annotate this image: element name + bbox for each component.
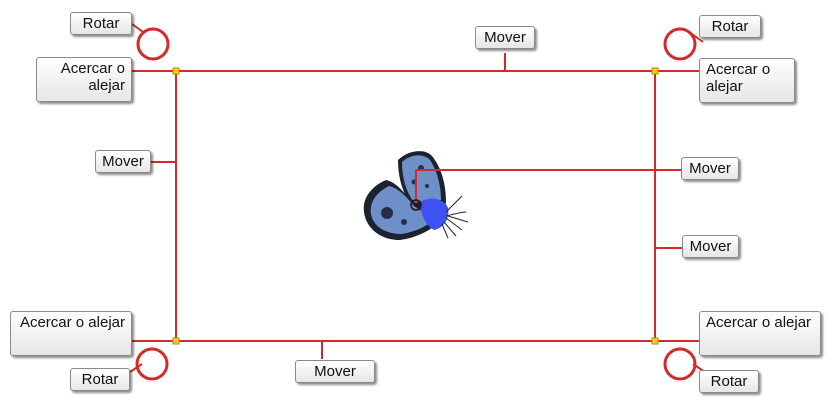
scale-label: Acercar o alejar <box>60 60 125 94</box>
rotate-label: Rotar <box>710 373 748 390</box>
rotate-callout-top-right: Rotar <box>699 15 761 38</box>
move-callout-top: Mover <box>475 26 535 49</box>
rotate-ring-icon[interactable] <box>136 27 170 61</box>
rotate-label: Rotar <box>81 371 119 388</box>
rotate-callout-bottom-right: Rotar <box>699 370 759 393</box>
scale-label: Acercar o alejar <box>19 314 125 331</box>
scale-callout-top-right: Acercar o alejar <box>699 58 795 103</box>
scale-callout-bottom-left: Acercar o alejar <box>10 311 132 356</box>
rotate-ring-icon[interactable] <box>663 27 697 61</box>
move-callout-right: Mover <box>682 235 739 258</box>
scale-callout-bottom-right: Acercar o alejar <box>699 311 821 356</box>
move-label: Mover <box>102 153 144 170</box>
move-callout-left: Mover <box>95 150 151 173</box>
rotate-label: Rotar <box>82 15 120 32</box>
rotate-ring-icon[interactable] <box>135 347 169 381</box>
scale-handle-icon[interactable] <box>651 337 659 345</box>
move-callout-bottom: Mover <box>295 360 375 383</box>
scale-label: Acercar o alejar <box>706 61 771 95</box>
pivot-point-icon[interactable] <box>410 199 422 211</box>
scale-handle-icon[interactable] <box>172 67 180 75</box>
move-callout-pivot: Mover <box>681 157 739 180</box>
scale-label: Acercar o alejar <box>706 314 812 331</box>
rotate-callout-top-left: Rotar <box>70 12 132 35</box>
rotate-label: Rotar <box>711 18 749 35</box>
scale-handle-icon[interactable] <box>651 67 659 75</box>
rotate-callout-bottom-left: Rotar <box>70 368 130 391</box>
scale-handle-icon[interactable] <box>172 337 180 345</box>
move-label: Mover <box>689 238 732 255</box>
move-label: Mover <box>314 363 356 380</box>
bounding-box[interactable] <box>175 70 656 342</box>
move-label: Mover <box>689 160 731 177</box>
scale-callout-top-left: Acercar o alejar <box>36 57 132 102</box>
move-label: Mover <box>484 29 526 46</box>
rotate-ring-icon[interactable] <box>663 347 697 381</box>
